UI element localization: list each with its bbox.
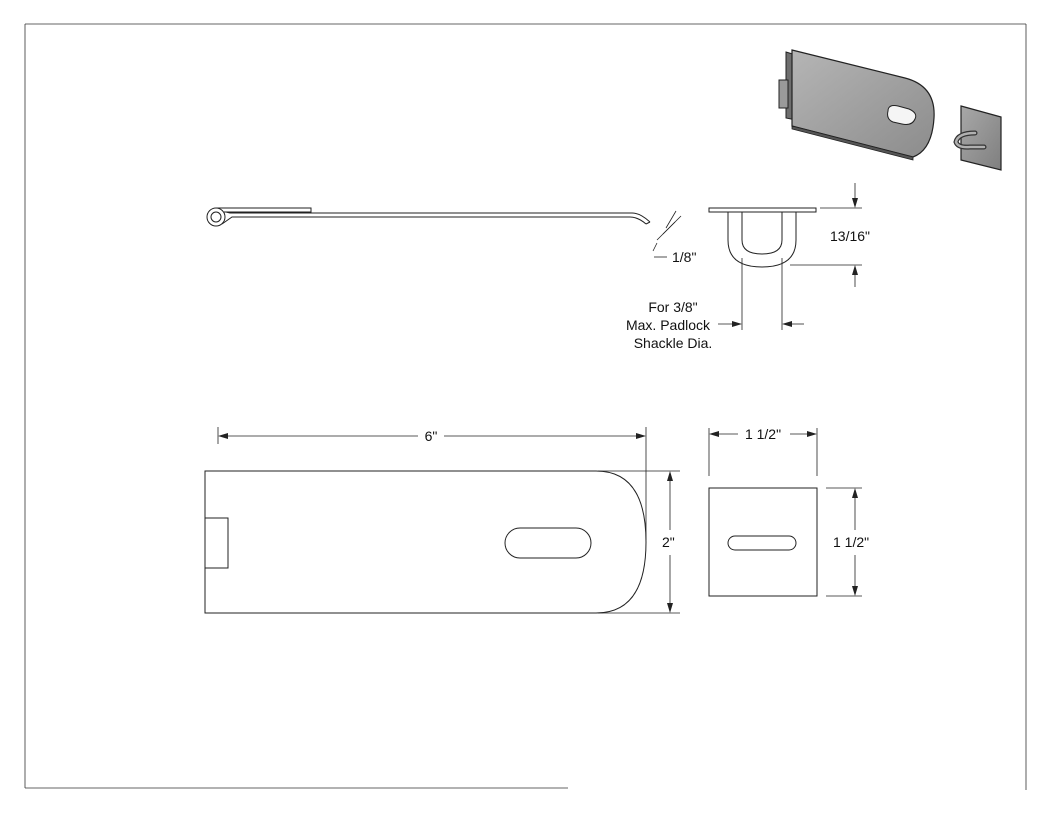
note-line-2: Max. Padlock (626, 317, 711, 333)
hasp-front-view (204, 470, 647, 614)
projection-dimension: 13/16" (790, 183, 870, 287)
staple-height-dimension: 1 1/2" (826, 487, 869, 597)
note-line-1: For 3/8" (648, 299, 697, 315)
staple-width-dimension: 1 1/2" (708, 426, 818, 476)
sheet-border (24, 23, 1027, 790)
width-dimension: 2" (598, 470, 680, 614)
thickness-label: 1/8" (672, 249, 696, 265)
staple-width-label: 1 1/2" (745, 426, 781, 442)
isometric-view (778, 49, 1002, 171)
staple-front-view (708, 487, 818, 597)
hasp-side-view (206, 207, 651, 227)
thickness-dimension: 1/8" (652, 210, 696, 265)
length-dimension: 6" (217, 427, 647, 540)
padlock-note: For 3/8" Max. Padlock Shackle Dia. (626, 299, 712, 351)
hasp-3d (778, 49, 935, 161)
staple-height-label: 1 1/2" (833, 534, 869, 550)
staple-side-view (708, 207, 817, 268)
note-line-3: Shackle Dia. (634, 335, 713, 351)
shackle-dimension (718, 258, 804, 330)
width-label: 2" (662, 534, 675, 550)
projection-label: 13/16" (830, 228, 870, 244)
length-label: 6" (425, 428, 438, 444)
staple-3d (953, 105, 1002, 171)
